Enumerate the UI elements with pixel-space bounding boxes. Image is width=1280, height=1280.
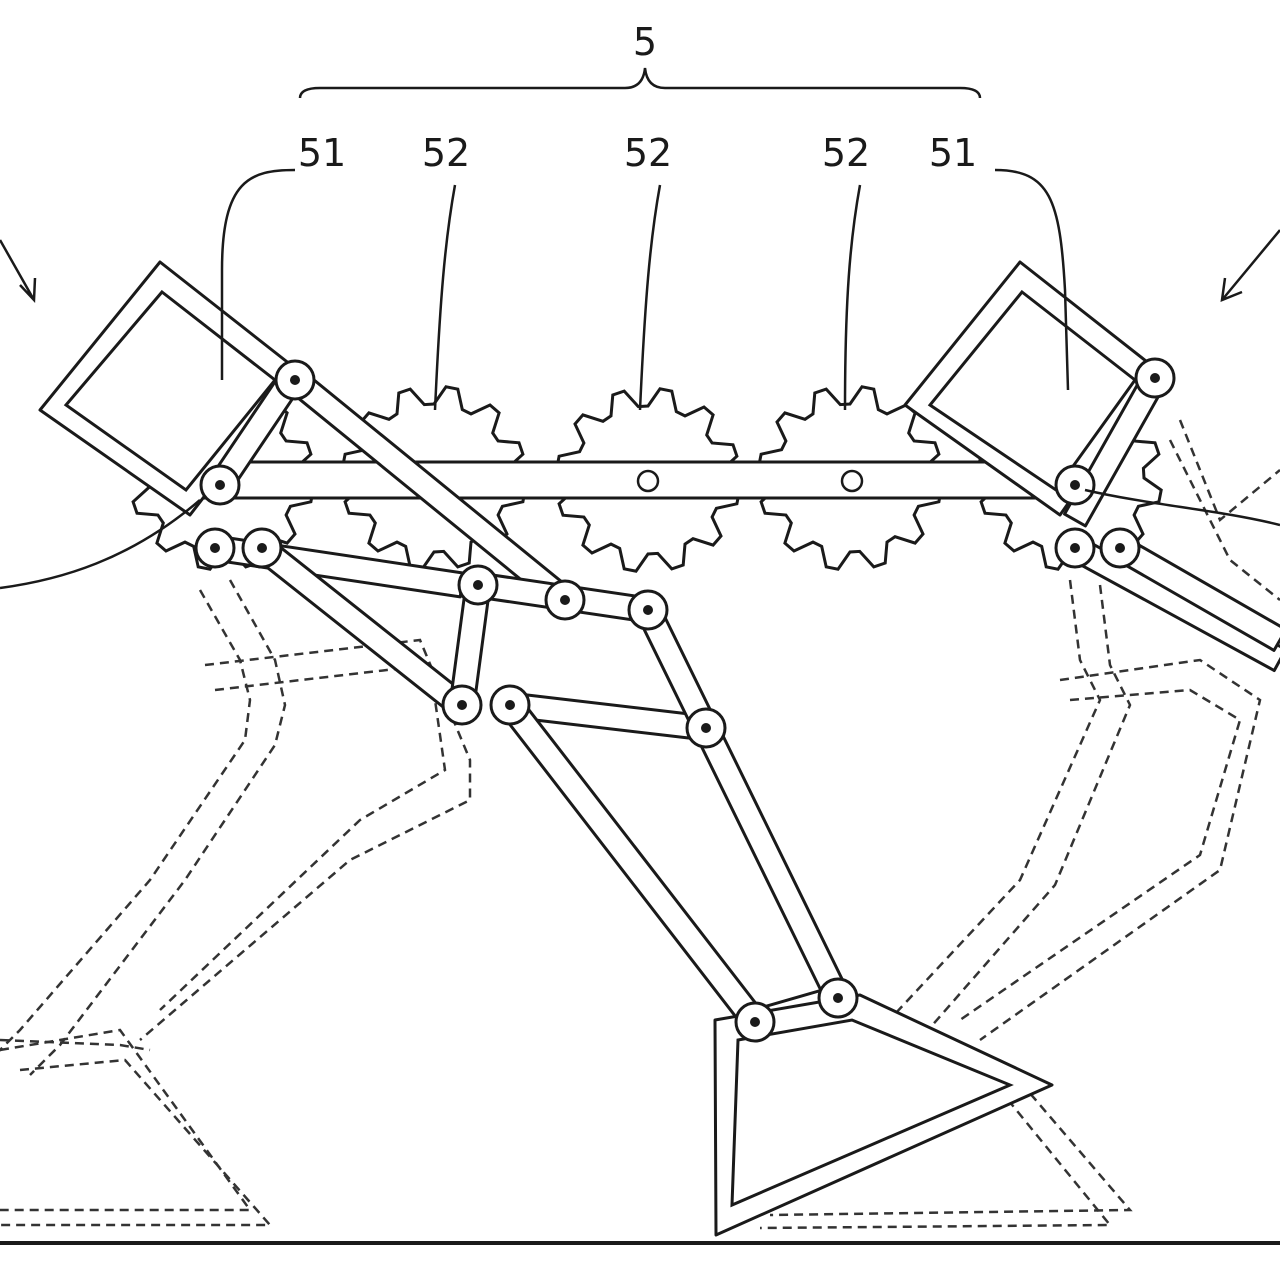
pin-frame-left [274, 359, 316, 401]
group-brace [298, 67, 982, 99]
foot-triangle [713, 993, 1054, 1237]
label-52-left: 52 [422, 131, 470, 175]
leader-lines [0, 67, 1280, 590]
axle-hole-center [636, 469, 660, 493]
leader-lower-left [0, 499, 201, 590]
leader-52-left [433, 184, 457, 411]
pin-crank-right [1054, 464, 1096, 506]
leader-51-right [994, 168, 1070, 391]
leader-51-left [220, 168, 296, 380]
pin-diagonal-end [544, 579, 586, 621]
leader-right-rod [1084, 488, 1280, 527]
pin-ankle-rear [817, 977, 859, 1019]
pin-hip-right-a [1054, 527, 1096, 569]
rect-frame-right [903, 260, 1162, 517]
pin-hip-left-a [194, 527, 236, 569]
label-52-center: 52 [624, 131, 672, 175]
pin-ankle-front [734, 1001, 776, 1043]
arrow-right-icon [1220, 229, 1280, 302]
link-rear-shin [635, 603, 851, 1005]
leader-52-center [638, 184, 662, 411]
arrow-left-icon [0, 239, 37, 304]
axle-hole-right [840, 469, 864, 493]
label-52-right: 52 [822, 131, 870, 175]
pin-joints [194, 357, 1176, 1043]
pin-frame-right [1134, 357, 1176, 399]
leader-52-right [843, 184, 862, 411]
label-group-5: 5 [633, 20, 657, 64]
pin-knee-lower [441, 684, 483, 726]
link-right-thigh [1067, 535, 1280, 673]
label-51-left: 51 [298, 131, 346, 175]
pin-shin-top [489, 684, 531, 726]
pin-hip-right-b [1099, 527, 1141, 569]
label-51-right: 51 [929, 131, 977, 175]
phantom-leg-left [0, 579, 472, 1227]
pin-shin-rod [685, 707, 727, 749]
pin-knee-rear [627, 589, 669, 631]
pin-knee-upper [457, 564, 499, 606]
frame-bar [193, 460, 1097, 500]
pin-crank-left [199, 464, 241, 506]
pin-hip-left-b [241, 527, 283, 569]
